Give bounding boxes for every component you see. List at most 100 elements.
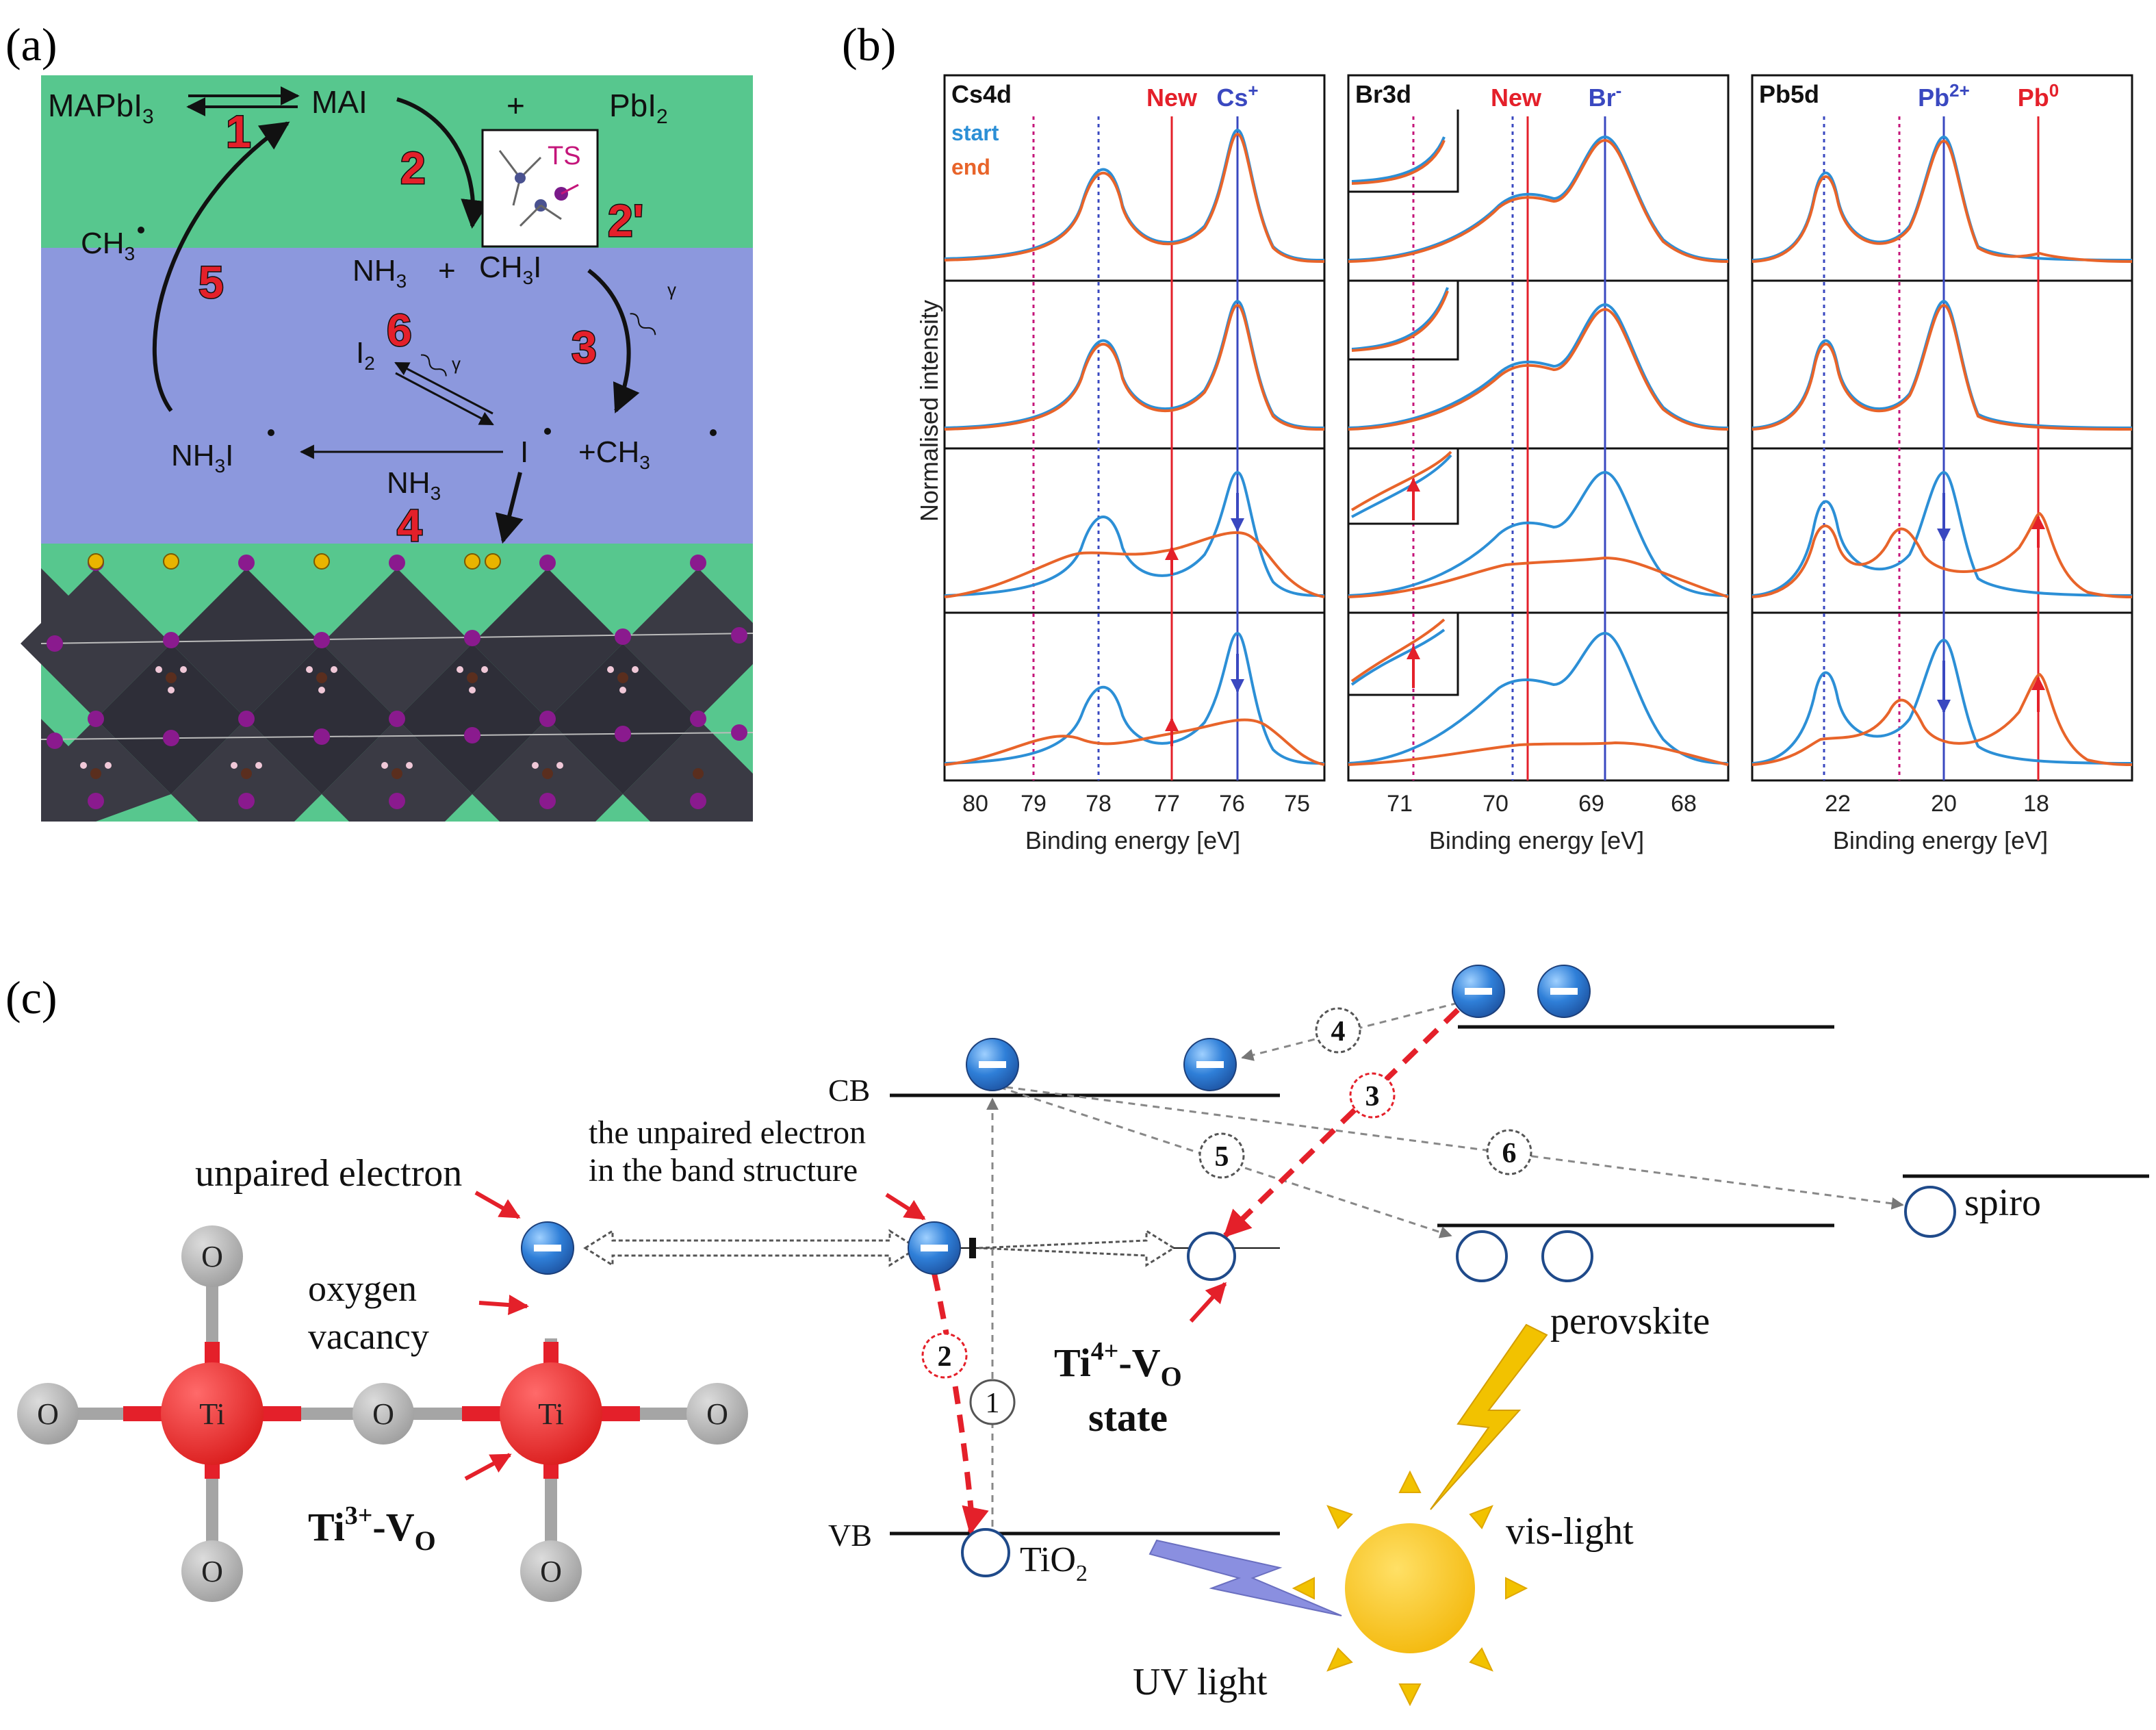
oxygen-atom xyxy=(17,1383,79,1445)
species-pbi: PbI2 xyxy=(609,88,668,128)
marker-new-cs: New xyxy=(1146,84,1198,112)
transition-state-inset xyxy=(481,129,599,248)
energy-levels xyxy=(890,1025,2149,1536)
tick-cs-80: 80 xyxy=(962,791,988,817)
path-6 xyxy=(1005,1086,1904,1210)
subpanel-title-pb5d: Pb5d xyxy=(1759,80,1819,108)
oxygen-atom xyxy=(520,1540,582,1602)
radical-dot xyxy=(268,429,274,436)
panel-c-label: (c) xyxy=(5,971,57,1023)
x-tick-labels: 80 79 78 77 76 75 71 70 69 68 22 20 18 xyxy=(962,791,2049,817)
marker-pb2plus: Pb2+ xyxy=(1918,80,1970,112)
step-5: 5 xyxy=(198,257,224,307)
radical-dot xyxy=(138,227,144,233)
svg-text:O: O xyxy=(201,1555,223,1588)
radical-dot xyxy=(544,428,551,435)
marker-cs-plus: Cs+ xyxy=(1216,80,1258,112)
spiro-label: spiro xyxy=(1964,1182,2041,1224)
ts-molecule-icon xyxy=(498,150,579,227)
uv-light-label: UV light xyxy=(1133,1661,1268,1703)
atom-labels: O O O O O O Ti Ti xyxy=(37,1240,728,1588)
tick-cs-77: 77 xyxy=(1154,791,1180,817)
organic-cations xyxy=(90,672,704,779)
photon-squiggle xyxy=(420,354,447,377)
hole-spiro xyxy=(1904,1186,1956,1238)
x-axis-label-cs: Binding energy [eV] xyxy=(1025,826,1240,854)
legend-end: end xyxy=(951,155,990,179)
iodide-atoms xyxy=(47,555,747,809)
gamma-label: γ xyxy=(452,353,461,374)
path-3 xyxy=(1227,1008,1460,1234)
step-6: 6 xyxy=(387,305,412,355)
svg-text:Ti: Ti xyxy=(199,1397,225,1431)
svg-text:O: O xyxy=(540,1555,562,1588)
perovskite-crystal-illustration xyxy=(21,568,754,822)
x-axis-labels: Binding energy [eV] Binding energy [eV] … xyxy=(1025,826,2048,854)
holes xyxy=(961,1186,1956,1577)
trend-arrows xyxy=(1165,478,2045,746)
sun-icon xyxy=(1292,1470,1528,1707)
x-axis-label-br: Binding energy [eV] xyxy=(1429,826,1644,854)
marker-br-minus: Br- xyxy=(1589,80,1622,112)
tio2-lattice-illustration xyxy=(17,1225,748,1602)
step-numbers-c: 1 2 3 4 5 6 xyxy=(938,1016,1517,1419)
hole-vb xyxy=(961,1528,1010,1577)
species-ch3i: CH3I xyxy=(479,251,541,288)
ti4-vo-label: Ti4+-VO xyxy=(1054,1337,1182,1392)
species-mai: MAI xyxy=(311,84,368,120)
vis-light-bolt-icon xyxy=(1430,1323,1548,1510)
peak-markers: New Cs+ New Br- Pb2+ Pb0 xyxy=(1146,80,2059,112)
species-ch3-radical: CH3 xyxy=(81,227,135,264)
perovskite-label: perovskite xyxy=(1550,1300,1710,1343)
spectra-frames xyxy=(943,74,2133,782)
plus-sign-2: + xyxy=(438,254,456,288)
vb-label: VB xyxy=(828,1518,872,1553)
svg-text:Ti: Ti xyxy=(538,1397,564,1431)
species-nh3-bottom: NH3 xyxy=(387,466,441,504)
tick-pb-18: 18 xyxy=(2023,791,2049,817)
step4-arrow xyxy=(495,472,524,544)
species-iodine-radical: I xyxy=(520,435,528,469)
tick-cs-76: 76 xyxy=(1219,791,1245,817)
trap-marker xyxy=(969,1238,976,1258)
radical-dot xyxy=(710,429,717,436)
band-note-line-2: in the band structure xyxy=(589,1152,858,1188)
photon-squiggle xyxy=(630,313,656,335)
step-numbers: 1 2 2' 3 4 5 6 xyxy=(198,105,645,552)
x-axis-label-pb: Binding energy [eV] xyxy=(1833,826,2048,854)
hollow-double-arrow xyxy=(583,1229,1176,1267)
svg-text:O: O xyxy=(706,1397,728,1431)
species-i2: I2 xyxy=(356,336,375,374)
surface-atoms xyxy=(88,553,501,570)
cb-label: CB xyxy=(828,1073,870,1108)
step-1: 1 xyxy=(226,106,251,157)
path-2 xyxy=(932,1273,975,1521)
ts-label: TS xyxy=(548,142,581,170)
step-2: 2 xyxy=(400,142,426,193)
spectra-curves xyxy=(944,128,2133,766)
tick-cs-75: 75 xyxy=(1284,791,1310,817)
reaction-arrows xyxy=(152,86,656,544)
svg-text:O: O xyxy=(201,1240,223,1273)
tick-pb-20: 20 xyxy=(1931,791,1957,817)
row-dividers xyxy=(945,279,2132,614)
gamma-label: γ xyxy=(667,279,676,300)
subpanel-title-br3d: Br3d xyxy=(1355,80,1411,108)
transfer-paths xyxy=(986,1002,1904,1527)
svg-text:4: 4 xyxy=(1331,1016,1346,1047)
marker-new-br: New xyxy=(1491,84,1542,112)
plus-sign: + xyxy=(506,88,525,123)
step5-arrow xyxy=(152,121,290,412)
i2-arrow-forward xyxy=(395,372,494,426)
titanium-atom xyxy=(500,1362,602,1465)
tio2-label: TiO2 xyxy=(1020,1540,1088,1586)
state-label: state xyxy=(1088,1395,1168,1440)
species-ch3-radical-right: +CH3 xyxy=(578,435,650,473)
frame-cs4d xyxy=(943,74,1326,782)
svg-text:5: 5 xyxy=(1215,1141,1229,1173)
step3-arrow xyxy=(587,268,640,414)
recombination-paths xyxy=(932,1008,1460,1521)
svg-text:O: O xyxy=(372,1397,394,1431)
step-3: 3 xyxy=(572,322,597,372)
